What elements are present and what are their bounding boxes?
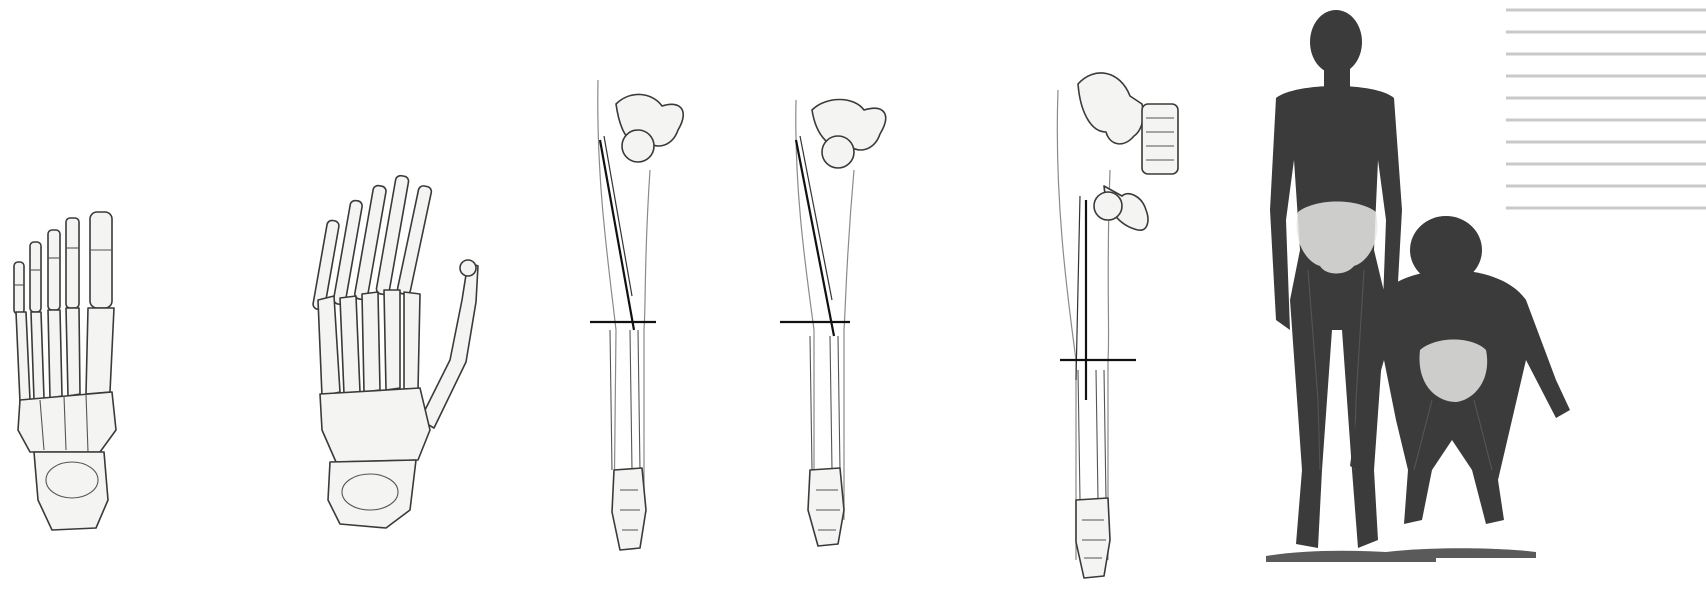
ape-tarsal-bones	[320, 388, 430, 528]
femur-axis-line	[796, 140, 834, 336]
leg-femur-angle-2	[780, 0, 930, 597]
pelvis	[616, 94, 683, 162]
tarsal-bones	[18, 392, 116, 530]
metatarsal-bones	[16, 308, 114, 402]
pelvis	[1078, 73, 1178, 230]
human-and-ape-standing	[1236, 0, 1706, 597]
ape-toe-bones	[312, 175, 432, 310]
ape-big-toe	[420, 260, 478, 428]
ape-foot-skeleton	[300, 0, 500, 597]
human-foot-skeleton	[0, 0, 150, 597]
ape-metatarsal-bones	[318, 290, 420, 396]
pelvis	[812, 100, 886, 169]
leg-femur-angle-3	[1050, 0, 1200, 597]
toe-bones	[14, 212, 112, 314]
leg-femur-angle-1	[580, 0, 730, 597]
